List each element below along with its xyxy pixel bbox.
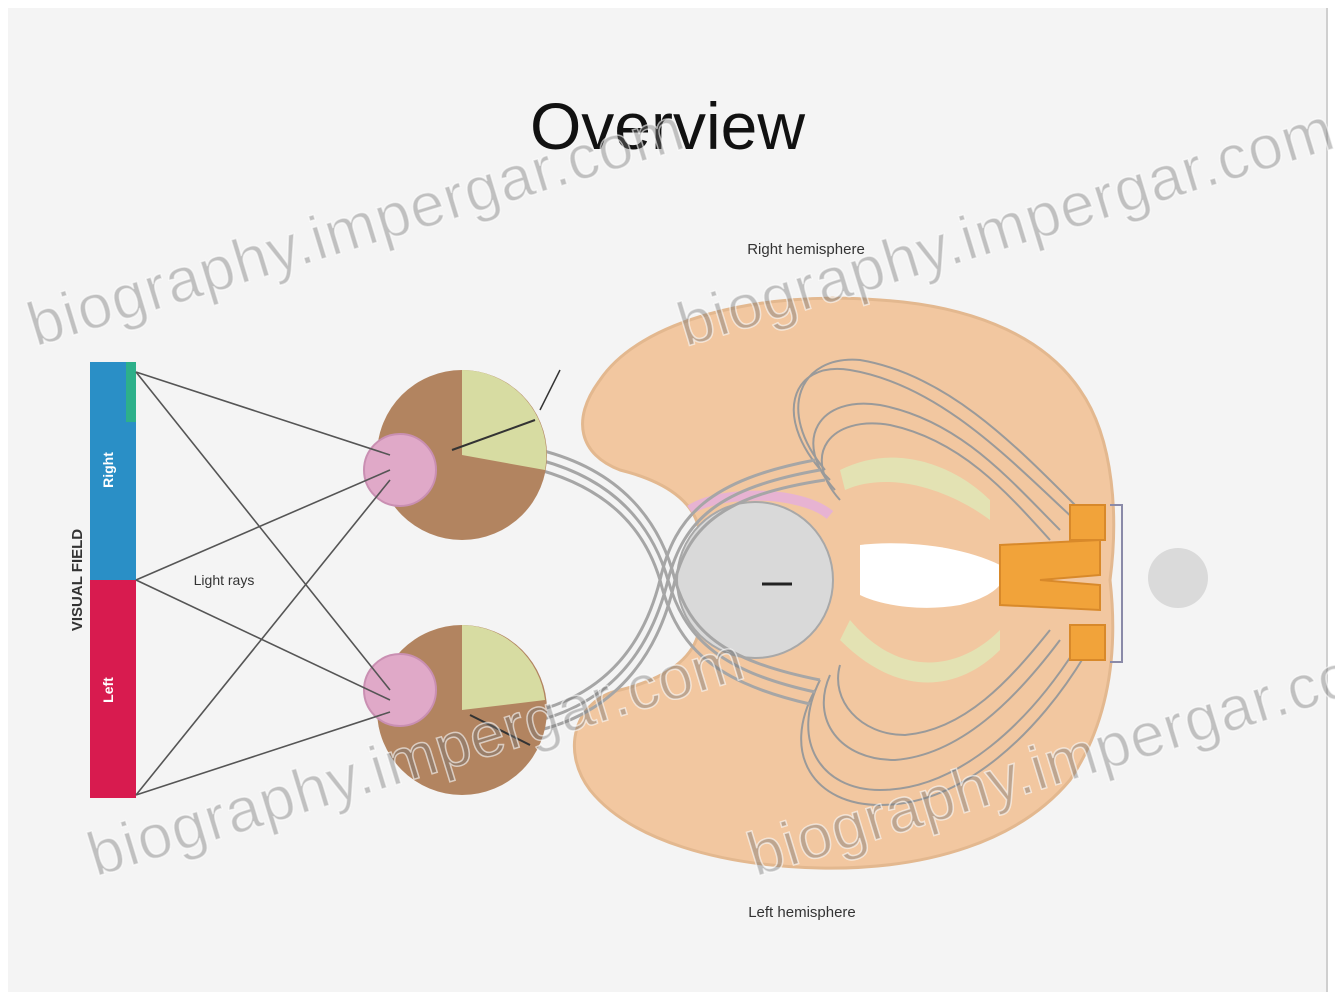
eye-right [364,370,560,540]
visual-field-right-label: Right [100,452,116,488]
left-hemisphere-label: Left hemisphere [748,904,856,921]
visual-field-label: VISUAL FIELD [69,529,86,631]
light-rays [136,372,390,795]
visual-field-left-label: Left [100,677,116,703]
light-rays-label: Light rays [194,572,255,588]
visual-cortex [1000,540,1100,610]
